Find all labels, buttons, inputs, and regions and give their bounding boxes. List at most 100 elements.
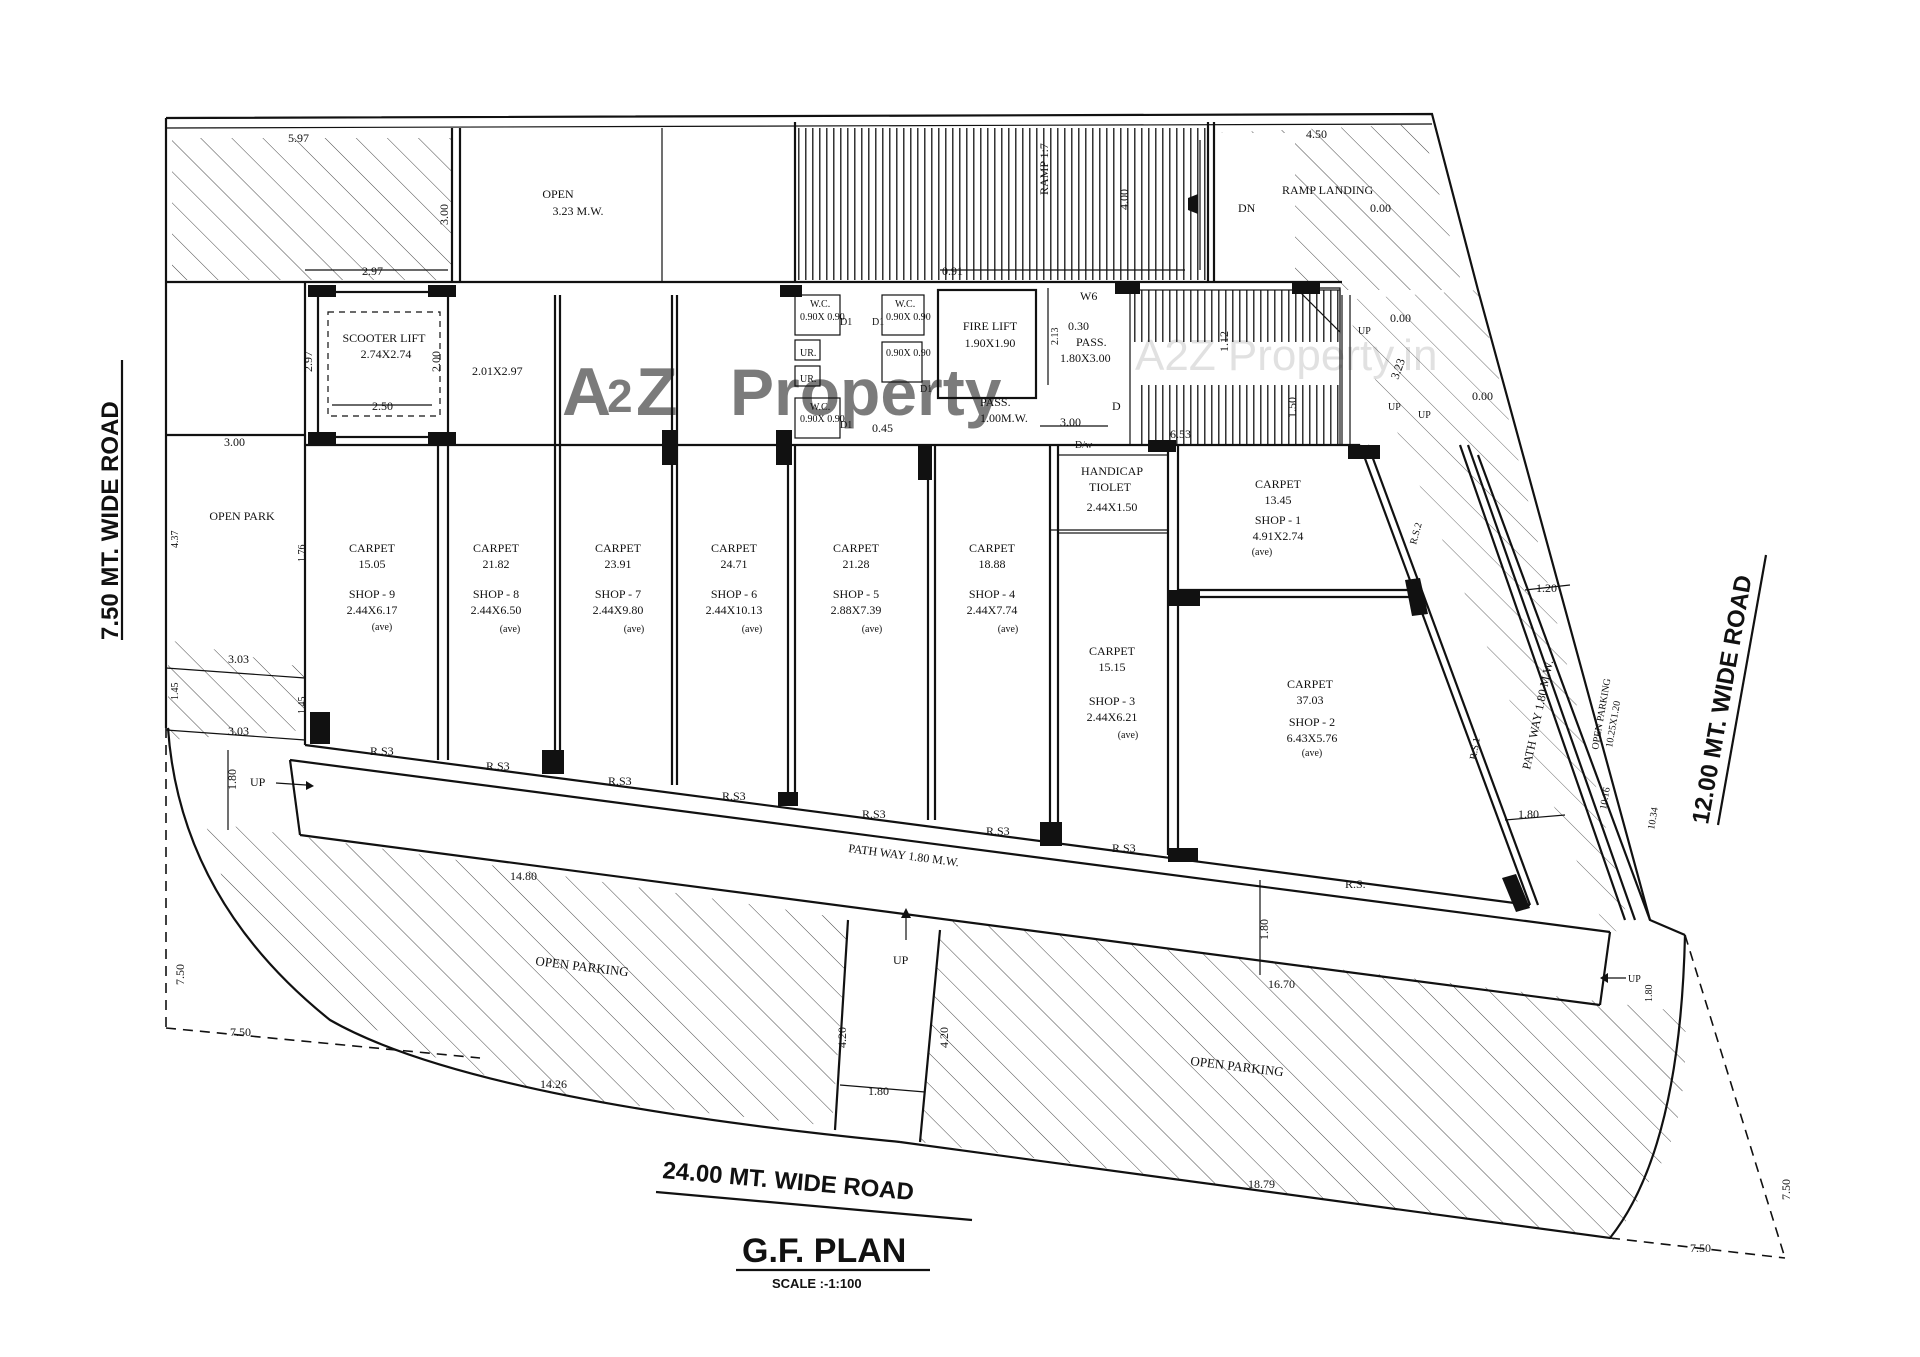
stair-flight-lower [1140, 385, 1340, 445]
shop-9-area: 15.05 [359, 557, 386, 571]
ur1-label: UR. [800, 348, 816, 359]
rs3-shop-6: R.S3 [722, 789, 746, 803]
scooter-lift-label: SCOOTER LIFT [342, 331, 426, 345]
ramp-landing-level: 0.00 [1370, 201, 1391, 215]
rs1-label: R.S.1 [1468, 737, 1483, 761]
rs3-shop-7: R.S3 [608, 774, 632, 788]
shop-5-area: 21.28 [843, 557, 870, 571]
scooter-lift-side-room: 2.01X2.97 [472, 364, 523, 378]
shop-8-area: 21.82 [483, 557, 510, 571]
shop-4-area: 18.88 [979, 557, 1006, 571]
shop-6-carpet: CARPET [711, 541, 758, 555]
shop-9-size: 2.44X6.17 [347, 603, 398, 617]
shop-2-area: 37.03 [1297, 693, 1324, 707]
stair-level-2: 0.00 [1472, 389, 1493, 403]
d1-label-b: D1 [872, 317, 884, 328]
plan-title-block: G.F. PLAN SCALE :-1:100 [736, 1232, 930, 1291]
shop-4[interactable]: CARPET 18.88 SHOP - 4 2.44X7.74 (ave) [967, 541, 1019, 635]
pass-width: 1.00M.W. [980, 411, 1028, 425]
shop-5-carpet: CARPET [833, 541, 880, 555]
rs2-label: R.S.2 [1408, 521, 1424, 545]
rs3-shop-8: R.S3 [486, 759, 510, 773]
shop-7-size: 2.44X9.80 [593, 603, 644, 617]
shop-walls [288, 295, 1652, 1007]
site-boundary [164, 112, 1786, 1259]
dim-176: 1.76 [297, 545, 308, 563]
dim-750-left-h: 7.50 [230, 1025, 251, 1039]
shop-8[interactable]: CARPET 21.82 SHOP - 8 2.44X6.50 (ave) [471, 541, 522, 635]
wc3-size: 0.90X 0.90 [886, 348, 931, 359]
shop-7-note: (ave) [624, 624, 645, 635]
shop-9-note: (ave) [372, 622, 393, 633]
dim-180-ramp: 1.80 [868, 1084, 889, 1098]
scooter-lift-dim-h2: 2.00 [429, 351, 443, 372]
park-dim-w: 3.00 [224, 435, 245, 449]
rs3-shop-9: R.S3 [370, 744, 394, 758]
dim-1670: 16.70 [1268, 977, 1295, 991]
scooter-lift-dim-w: 2.50 [372, 399, 393, 413]
dim-1879: 18.79 [1248, 1177, 1275, 1191]
wc2-label: W.C. [895, 299, 915, 310]
ramp-hatching [795, 128, 1208, 280]
shop-1-size: 4.91X2.74 [1253, 529, 1304, 543]
shop-4-note: (ave) [998, 624, 1019, 635]
rs3-shop-3: R.S3 [1112, 841, 1136, 855]
pass-label: PASS. [980, 395, 1011, 409]
ramp-landing-label: RAMP LANDING [1282, 183, 1374, 197]
dim-1016: 10.16 [1598, 786, 1613, 810]
shop-2-size: 6.43X5.76 [1287, 731, 1338, 745]
shop-6-size: 2.44X10.13 [706, 603, 763, 617]
shop-1[interactable]: CARPET 13.45 SHOP - 1 4.91X2.74 (ave) [1252, 477, 1304, 558]
shop-3[interactable]: CARPET 15.15 SHOP - 3 2.44X6.21 (ave) [1087, 644, 1139, 741]
stair-dim-323: 3.23 [1388, 357, 1408, 382]
dim-420-b: 4.20 [937, 1027, 951, 1048]
d1-label-d: D1 [920, 384, 932, 395]
dim-750-left-v: 7.50 [173, 964, 187, 985]
watermark-logo-word: Property [730, 355, 1002, 429]
wc1-label: W.C. [810, 299, 830, 310]
stair-up-3: UP [1418, 410, 1431, 421]
shop-6-name: SHOP - 6 [711, 587, 757, 601]
dim-top-right: 4.50 [1306, 127, 1327, 141]
w6-label: W6 [1080, 289, 1097, 303]
rs3-shop-5: R.S3 [862, 807, 886, 821]
wc1-size: 0.90X 0.90 [800, 312, 845, 323]
dim-750-right-v: 7.50 [1779, 1179, 1793, 1200]
rs-shop-2: R.S. [1345, 877, 1366, 891]
shop-8-carpet: CARPET [473, 541, 520, 555]
ramp-dim: 4.00 [1117, 189, 1131, 210]
stair-dim-112: 1.12 [1217, 331, 1231, 352]
shop-6[interactable]: CARPET 24.71 SHOP - 6 2.44X10.13 (ave) [706, 541, 763, 635]
handicap-label-2: TIOLET [1089, 480, 1132, 494]
shop-2[interactable]: CARPET 37.03 SHOP - 2 6.43X5.76 (ave) [1287, 677, 1338, 759]
shop-1-note: (ave) [1252, 547, 1273, 558]
pass2-gap: 0.30 [1068, 319, 1089, 333]
dim-145-b: 1.45 [297, 697, 308, 715]
bottom-road-label: 24.00 MT. WIDE ROAD [661, 1157, 914, 1206]
handicap-toilet: HANDICAP TIOLET 2.44X1.50 [1057, 454, 1169, 534]
top-block: OPEN 3.23 M.W. RAMP 1:7 4.00 DN RAMP LAN… [166, 122, 1391, 284]
dim-120: 1.20 [1536, 581, 1557, 595]
shop-1-name: SHOP - 1 [1255, 513, 1301, 527]
ramp-label: RAMP 1:7 [1037, 143, 1051, 195]
wc4-size: 0.90X 0.90 [800, 414, 845, 425]
watermark-logo-z: Z [636, 354, 678, 430]
shop-9[interactable]: CARPET 15.05 SHOP - 9 2.44X6.17 (ave) [347, 541, 398, 633]
shop-5[interactable]: CARPET 21.28 SHOP - 5 2.88X7.39 (ave) [831, 541, 883, 635]
handicap-label: HANDICAP [1081, 464, 1143, 478]
shop-9-carpet: CARPET [349, 541, 396, 555]
dim-1034: 10.34 [1646, 806, 1661, 830]
shop-3-size: 2.44X6.21 [1087, 710, 1138, 724]
side-parking: OPEN PARKING 10.25X1.20 10.16 10.34 [1590, 678, 1661, 831]
shop-7[interactable]: CARPET 23.91 SHOP - 7 2.44X9.80 (ave) [593, 541, 645, 635]
fire-lift-size: 1.90X1.90 [965, 336, 1016, 350]
open-width: 3.23 M.W. [553, 204, 604, 218]
dim-750-right-h: 7.50 [1690, 1241, 1711, 1255]
watermark-logo-a: A [562, 354, 611, 430]
scooter-lift-dim-h: 2.97 [301, 351, 315, 372]
dim-top-left: 5.97 [288, 131, 309, 145]
shop-6-note: (ave) [742, 624, 763, 635]
wc2-size: 0.90X 0.90 [886, 312, 931, 323]
d-label: D [1112, 399, 1121, 413]
